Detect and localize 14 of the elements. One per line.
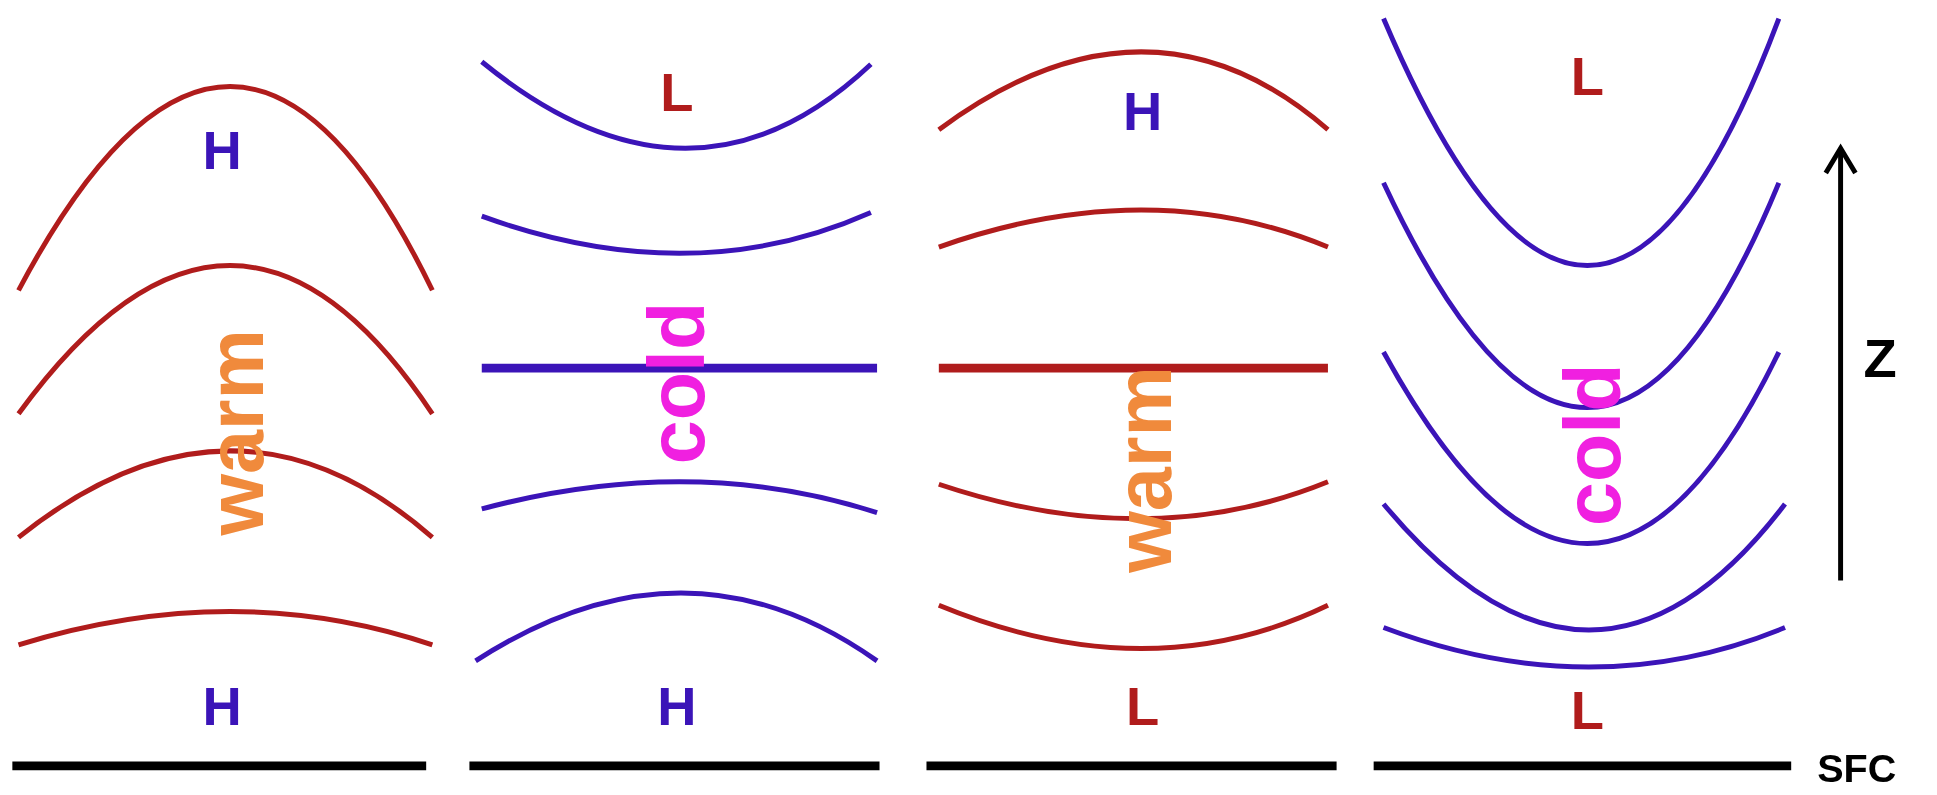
temperature-label: warm xyxy=(1103,366,1183,573)
pressure-letter: L xyxy=(660,65,694,120)
pressure-letter: L xyxy=(1570,49,1604,104)
pressure-letter: H xyxy=(202,123,242,178)
pressure-letter: H xyxy=(202,679,242,734)
temperature-label: warm xyxy=(195,329,275,536)
pressure-letter: H xyxy=(657,679,697,734)
axis-label: Z xyxy=(1863,331,1897,386)
axis-label: SFC xyxy=(1817,748,1897,789)
pressure-letter: H xyxy=(1122,84,1163,139)
pressure-letter: L xyxy=(1570,683,1604,738)
pressure-letter: L xyxy=(1126,679,1160,734)
temperature-label: cold xyxy=(1553,363,1633,526)
temperature-label: cold xyxy=(637,301,717,465)
